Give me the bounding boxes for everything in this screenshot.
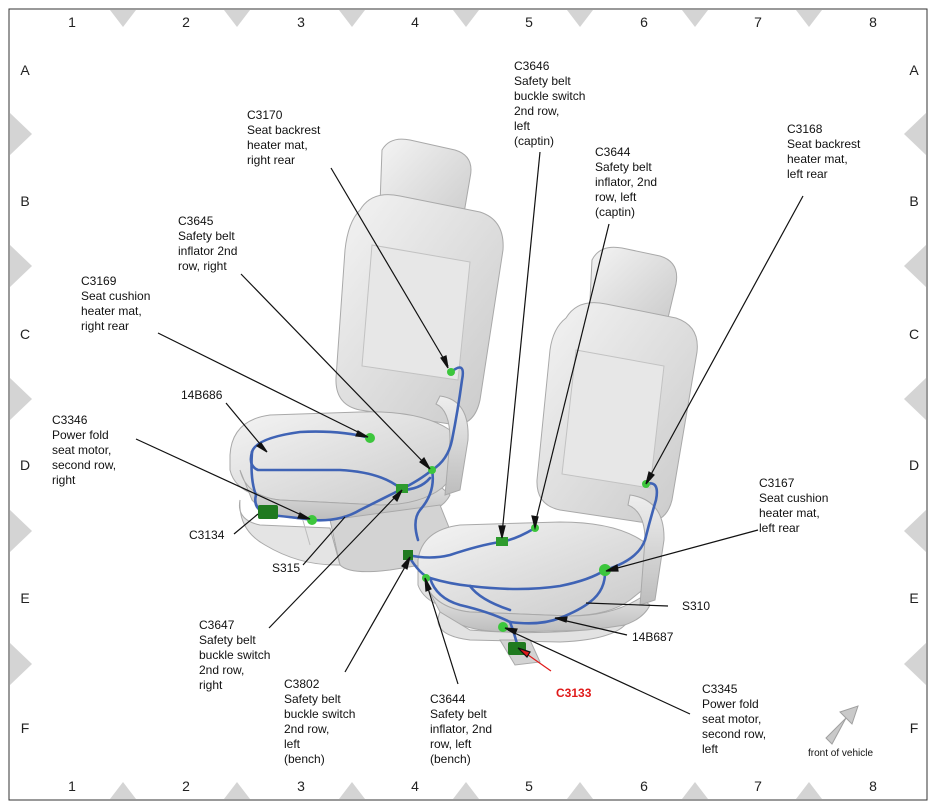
label-front-of-vehicle: front of vehicle <box>808 748 874 759</box>
connector-c3170 <box>447 368 455 376</box>
grid-col-8-bottom: 8 <box>869 778 877 794</box>
grid-markers <box>10 10 926 799</box>
label-s310: S310 <box>682 599 711 613</box>
grid-col-5-top: 5 <box>525 14 533 30</box>
connector-c3345 <box>498 622 508 632</box>
grid-row-e-right: E <box>909 590 919 606</box>
grid-col-7-top: 7 <box>754 14 762 30</box>
label-c3346: C3346 Power fold seat motor, second row,… <box>52 413 117 487</box>
label-c3646: C3646 Safety belt buckle switch 2nd row,… <box>514 59 586 148</box>
grid-col-7-bottom: 7 <box>754 778 762 794</box>
grid-col-5-bottom: 5 <box>525 778 533 794</box>
connector-c3802 <box>403 550 413 560</box>
label-c3644-captain: C3644 Safety belt inflator, 2nd row, lef… <box>595 145 658 219</box>
grid-row-c-right: C <box>908 326 920 342</box>
label-c3134: C3134 <box>189 528 225 542</box>
leader-lines <box>135 151 804 715</box>
diagram-border <box>8 8 928 801</box>
connector-c3644-bench <box>422 574 430 582</box>
grid-col-3-top: 3 <box>297 14 305 30</box>
connector-c3169 <box>365 433 375 443</box>
connector-c3646 <box>496 537 508 546</box>
label-c3647: C3647 Safety belt buckle switch 2nd row,… <box>199 618 271 692</box>
label-14b686: 14B686 <box>181 388 223 402</box>
grid-row-a-left: A <box>20 62 30 78</box>
label-c3645: C3645 Safety belt inflator 2nd row, righ… <box>178 214 238 273</box>
grid-row-f-left: F <box>20 720 30 736</box>
grid-col-4-top: 4 <box>411 14 419 30</box>
front-of-vehicle-arrow-icon <box>825 705 859 745</box>
grid-row-f-right: F <box>909 720 919 736</box>
label-c3169: C3169 Seat cushion heater mat, right rea… <box>81 274 151 333</box>
label-c3133: C3133 <box>556 686 592 700</box>
grid-col-8-top: 8 <box>869 14 877 30</box>
grid-col-3-bottom: 3 <box>297 778 305 794</box>
label-c3802: C3802 Safety belt buckle switch 2nd row,… <box>284 677 356 766</box>
grid-col-2-bottom: 2 <box>182 778 190 794</box>
grid-col-1-bottom: 1 <box>68 778 76 794</box>
label-c3345: C3345 Power fold seat motor, second row,… <box>702 682 767 756</box>
grid-row-d-right: D <box>908 457 920 473</box>
grid-row-b-right: B <box>909 193 919 209</box>
label-c3168: C3168 Seat backrest heater mat, left rea… <box>787 122 861 181</box>
label-s315: S315 <box>272 561 301 575</box>
label-c3644-bench: C3644 Safety belt inflator, 2nd row, lef… <box>430 692 493 766</box>
connector-c3167 <box>599 564 611 576</box>
grid-col-1-top: 1 <box>68 14 76 30</box>
connector-c3647 <box>396 484 408 493</box>
grid-col-6-top: 6 <box>640 14 648 30</box>
connector-c3134 <box>258 505 278 519</box>
grid-col-6-bottom: 6 <box>640 778 648 794</box>
grid-row-d-left: D <box>19 457 31 473</box>
grid-col-2-top: 2 <box>182 14 190 30</box>
label-c3170: C3170 Seat backrest heater mat, right re… <box>247 108 321 167</box>
label-c3167: C3167 Seat cushion heater mat, left rear <box>759 476 829 535</box>
grid-row-e-left: E <box>20 590 30 606</box>
grid-row-b-left: B <box>20 193 30 209</box>
label-14b687: 14B687 <box>632 630 674 644</box>
grid-col-4-bottom: 4 <box>411 778 419 794</box>
grid-row-a-right: A <box>909 62 919 78</box>
connector-c3346 <box>307 515 317 525</box>
grid-row-c-left: C <box>19 326 31 342</box>
